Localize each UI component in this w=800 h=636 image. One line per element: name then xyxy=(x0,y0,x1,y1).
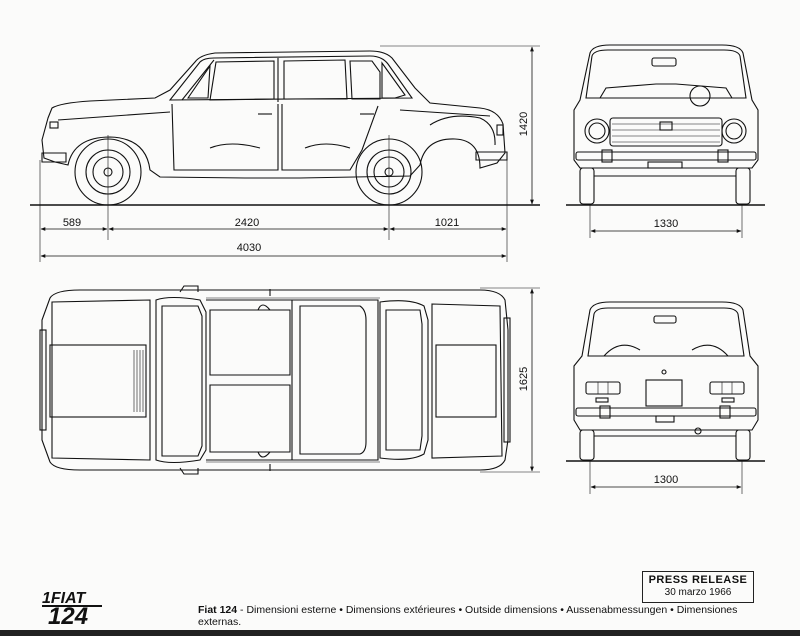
dim-front-track: 1330 xyxy=(654,218,678,230)
side-dimension-lines xyxy=(40,46,534,258)
rear-view xyxy=(566,301,765,494)
dim-rear-track: 1300 xyxy=(654,474,678,486)
fiat-124-logo: 1FIAT 124 xyxy=(40,588,106,630)
caption-separator: - xyxy=(240,604,244,616)
press-release-title: PRESS RELEASE xyxy=(648,574,748,586)
dim-width: 1625 xyxy=(518,367,530,391)
top-view xyxy=(39,285,540,475)
dim-rear-overhang: 1021 xyxy=(435,217,459,229)
caption: Fiat 124 - Dimensioni esterne • Dimensio… xyxy=(198,604,758,628)
side-view xyxy=(30,45,540,262)
bottom-border xyxy=(0,630,800,636)
press-release-date: 30 marzo 1966 xyxy=(664,587,732,598)
caption-model: Fiat 124 xyxy=(198,604,238,616)
dim-overall-length: 4030 xyxy=(237,242,261,254)
dim-height: 1420 xyxy=(518,112,530,136)
dim-front-overhang: 589 xyxy=(63,217,81,229)
caption-text: Dimensioni esterne • Dimensions extérieu… xyxy=(198,604,738,628)
svg-text:124: 124 xyxy=(48,603,88,628)
press-release-box: PRESS RELEASE 30 marzo 1966 xyxy=(642,571,754,603)
svg-text:1FIAT: 1FIAT xyxy=(42,590,86,607)
front-view xyxy=(566,44,765,238)
dim-wheelbase: 2420 xyxy=(235,217,259,229)
